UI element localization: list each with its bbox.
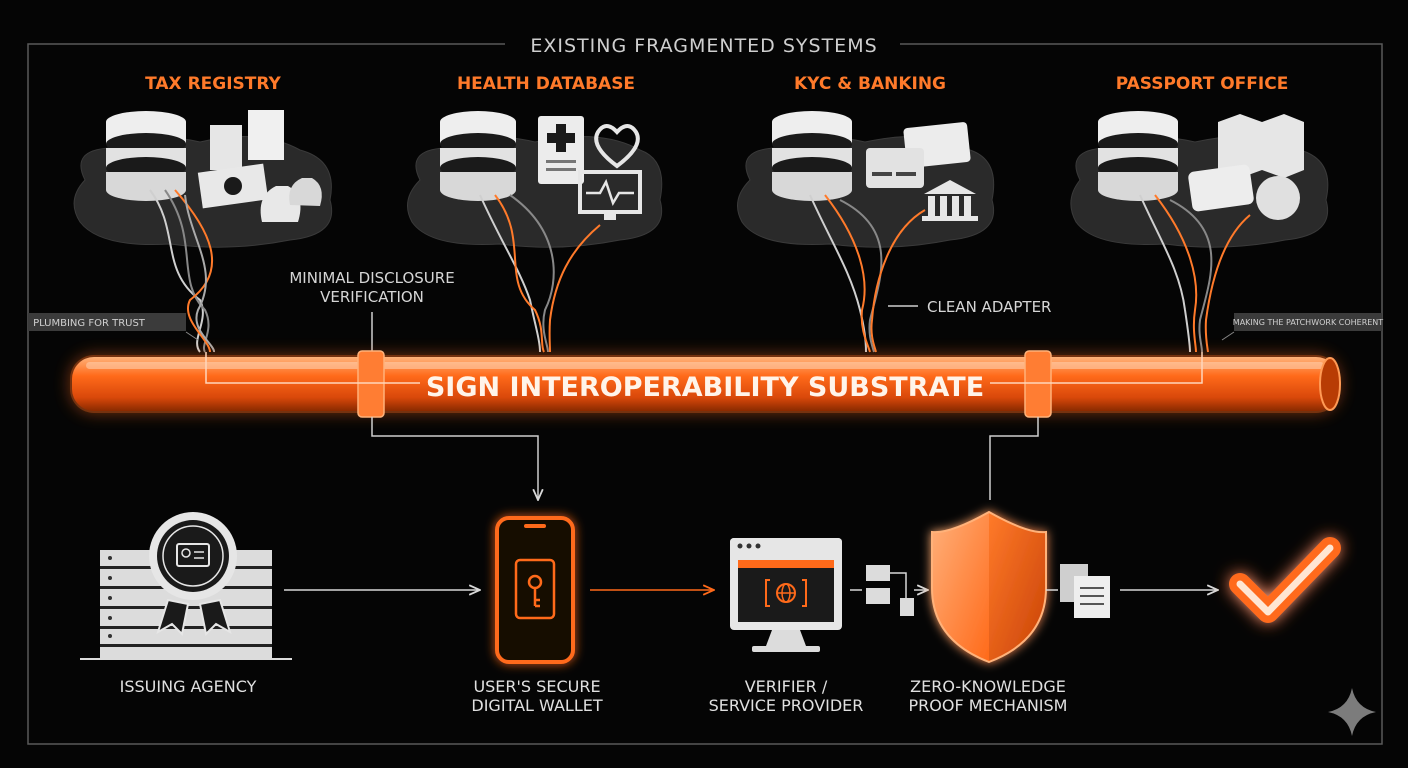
shield-icon xyxy=(931,510,1047,664)
substrate-title: SIGN INTEROPERABILITY SUBSTRATE xyxy=(426,372,984,403)
side-label-text: PLUMBING FOR TRUST xyxy=(33,318,146,329)
banknote-icon xyxy=(197,163,269,209)
data-blocks-icon xyxy=(850,565,928,616)
database-icon xyxy=(106,111,186,201)
system-kyc-banking: KYC & BANKING xyxy=(737,74,995,353)
side-label-making-coherent: MAKING THE PATCHWORK COHERENT xyxy=(1221,313,1383,341)
frame-title: EXISTING FRAGMENTED SYSTEMS xyxy=(530,35,877,57)
flow-label: VERIFIER / xyxy=(745,677,828,696)
database-icon xyxy=(1098,111,1178,201)
annotation-text: CLEAN ADAPTER xyxy=(927,298,1051,316)
certificate-seal-icon xyxy=(149,512,237,637)
tangled-cables xyxy=(479,194,601,353)
connector-line xyxy=(371,417,538,500)
system-name: TAX REGISTRY xyxy=(145,74,281,94)
flow-label: PROOF MECHANISM xyxy=(909,696,1068,715)
database-icon xyxy=(440,111,516,201)
system-tax-registry: TAX REGISTRY xyxy=(73,74,332,353)
issuing-agency: ISSUING AGENCY xyxy=(80,512,292,696)
checkmark-icon xyxy=(1229,537,1341,623)
side-label-plumbing-for-trust: PLUMBING FOR TRUST xyxy=(28,313,199,341)
id-card-icon xyxy=(1188,164,1254,212)
flow-label: USER'S SECURE xyxy=(473,677,600,696)
computer-monitor-icon xyxy=(730,538,842,652)
flow-label: ISSUING AGENCY xyxy=(120,677,257,696)
proof-documents-icon xyxy=(1046,564,1110,618)
ecg-monitor-icon xyxy=(578,170,642,220)
medical-record-icon xyxy=(538,116,584,184)
tangled-cables xyxy=(149,189,215,353)
credit-card-icon xyxy=(866,122,971,188)
stamp-icon xyxy=(1256,176,1300,220)
system-passport-office: PASSPORT OFFICE xyxy=(1070,74,1329,353)
annotation-minimal-disclosure: MINIMAL DISCLOSURE VERIFICATION xyxy=(289,269,455,352)
pipe-coupling xyxy=(1024,350,1052,418)
tangled-cables xyxy=(1139,194,1251,353)
map-icon xyxy=(1218,114,1304,178)
secure-digital-wallet: USER'S SECURE DIGITAL WALLET xyxy=(471,516,603,715)
interoperability-substrate-pipe: SIGN INTEROPERABILITY SUBSTRATE xyxy=(70,350,1341,418)
outer-frame: EXISTING FRAGMENTED SYSTEMS xyxy=(27,35,1383,745)
lock-icon xyxy=(514,558,556,620)
document-icon xyxy=(248,110,284,160)
flow-label: DIGITAL WALLET xyxy=(471,696,602,715)
verifier-service-provider: VERIFIER / SERVICE PROVIDER xyxy=(709,538,864,715)
sparkle-icon xyxy=(1328,688,1376,736)
system-name: HEALTH DATABASE xyxy=(457,74,635,94)
flow-label: ZERO-KNOWLEDGE xyxy=(910,677,1066,696)
bank-icon xyxy=(922,180,978,221)
annotation-text: VERIFICATION xyxy=(320,288,424,306)
database-icon xyxy=(772,111,852,201)
connector-line xyxy=(989,417,1039,500)
zero-knowledge-proof: ZERO-KNOWLEDGE PROOF MECHANISM xyxy=(909,510,1068,715)
money-bag-icon xyxy=(260,178,322,222)
annotation-clean-adapter: CLEAN ADAPTER xyxy=(888,298,1051,316)
system-health-database: HEALTH DATABASE xyxy=(407,74,663,353)
tangled-cables xyxy=(809,194,926,353)
flow-label: SERVICE PROVIDER xyxy=(709,696,864,715)
system-name: PASSPORT OFFICE xyxy=(1116,74,1289,94)
pipe-coupling xyxy=(357,350,385,418)
side-label-text: MAKING THE PATCHWORK COHERENT xyxy=(1233,318,1383,327)
annotation-text: MINIMAL DISCLOSURE xyxy=(289,269,454,287)
document-icon xyxy=(210,125,242,170)
system-name: KYC & BANKING xyxy=(794,74,946,94)
heart-icon xyxy=(594,124,640,169)
